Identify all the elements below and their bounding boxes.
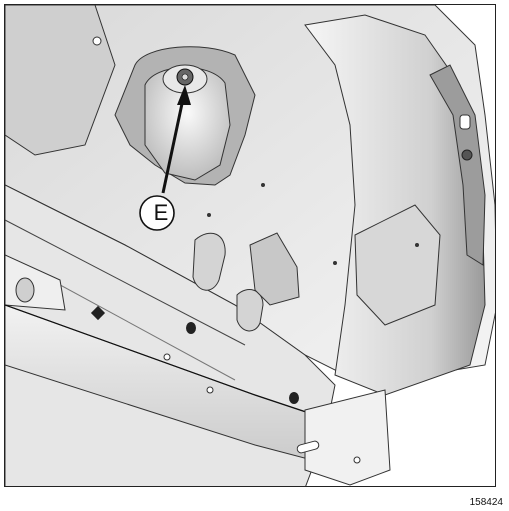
side-pocket — [354, 204, 441, 326]
rail-hole-2 — [289, 392, 299, 404]
left-knob — [15, 277, 35, 303]
oval-cutout-center — [236, 289, 264, 332]
top-frame-edge — [5, 5, 116, 156]
floor-ridge-1 — [5, 219, 246, 346]
square-slot — [90, 305, 106, 321]
small-hole-1 — [415, 243, 419, 247]
small-hole-2 — [261, 183, 265, 187]
rail-hole-4 — [206, 386, 214, 394]
small-hole-4 — [333, 261, 337, 265]
callout-arrow-head — [177, 85, 191, 105]
figure-frame: E — [4, 4, 496, 487]
end-block-slot — [296, 440, 320, 454]
rear-strut — [429, 64, 486, 266]
strut-hole — [461, 149, 473, 161]
callout-leader-line — [161, 98, 185, 194]
bracket-cutout — [249, 232, 300, 306]
figure-number: 158424 — [469, 497, 503, 508]
vehicle-body-illustration — [5, 5, 495, 486]
oval-cutout-left — [192, 232, 226, 291]
strut-slot — [459, 114, 471, 130]
end-block-hole — [353, 456, 361, 464]
rail-hole-1 — [186, 322, 196, 334]
mounting-bolt-center — [181, 73, 189, 81]
small-hole-3 — [207, 213, 211, 217]
callout-circle-e — [139, 195, 175, 231]
wheel-arch-panel — [304, 14, 486, 396]
rail-hole-3 — [163, 353, 171, 361]
frame-hole — [92, 36, 102, 46]
rear-end-block — [304, 389, 391, 486]
shock-absorber-tower — [144, 67, 231, 181]
